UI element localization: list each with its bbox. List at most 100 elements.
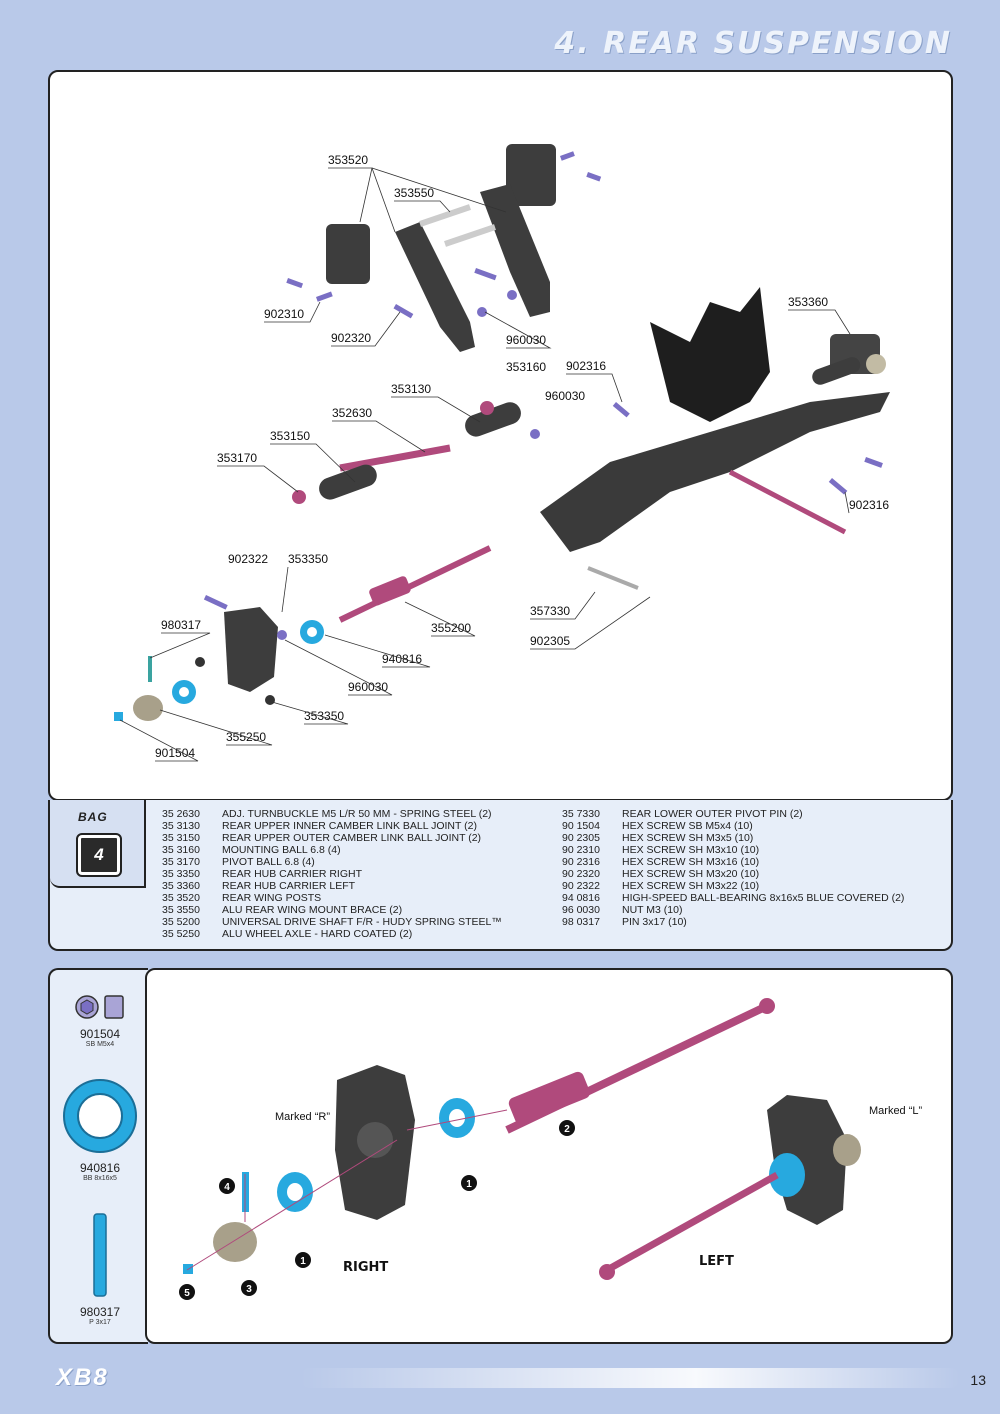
parts-row: 35 3130 REAR UPPER INNER CAMBER LINK BALL… [162,820,502,832]
part-description: HEX SCREW SB M5x4 (10) [622,820,753,832]
part-description: REAR UPPER INNER CAMBER LINK BALL JOINT … [222,820,477,832]
hardware-item-pin: 980317 P 3x17 [50,1210,150,1326]
callout-353350-top: 353350 [288,552,328,566]
part-description: HEX SCREW SH M3x20 (10) [622,868,760,880]
callout-353550: 353550 [394,186,434,200]
hardware-item-bearing: 940816 BB 8x16x5 [50,1076,150,1182]
part-code: 35 3150 [162,832,200,844]
parts-row: 35 2630 ADJ. TURNBUCKLE M5 L/R 50 MM - SP… [162,808,502,820]
part-code: 35 3350 [162,868,200,880]
part-description: ALU REAR WING MOUNT BRACE (2) [222,904,403,916]
part-code: 35 3160 [162,844,200,856]
marked-r-label: Marked “R” [275,1111,330,1123]
part-description: HEX SCREW SH M3x5 (10) [622,832,754,844]
parts-row: 90 2310 HEX SCREW SH M3x10 (10) [562,844,904,856]
part-code: 90 1504 [562,820,600,832]
part-description: REAR LOWER OUTER PIVOT PIN (2) [622,808,803,820]
exploded-diagram-panel: 353520 353550 902310 902320 960030 35336… [48,70,953,801]
hardware-spec: BB 8x16x5 [83,1175,117,1182]
step-2: 2 [564,1124,570,1135]
page-title: 4. REAR SUSPENSION [554,26,952,61]
lower-suspension-arm [540,392,890,552]
pivot-pin [587,566,639,590]
callout-353520: 353520 [328,153,368,167]
wing-mount-brace [419,204,496,247]
left-drive-shaft [605,1171,779,1274]
screws [203,151,883,640]
set-screw-icon [75,995,124,1019]
pivot-ball [292,490,306,504]
step-markers: 1 1 2 3 4 5 [179,1120,575,1300]
part-description: ADJ. TURNBUCKLE M5 L/R 50 MM - SPRING ST… [222,808,492,820]
part-description: UNIVERSAL DRIVE SHAFT F/R - HUDY SPRING … [222,916,502,928]
callout-902310: 902310 [264,307,304,321]
parts-row: 96 0030 NUT M3 (10) [562,904,904,916]
bag-indicator: BAG 4 [50,800,146,888]
part-code: 35 5250 [162,928,200,940]
right-wheel-axle [213,1222,257,1262]
wing-post-left [326,222,475,352]
hardware-spec: SB M5x4 [85,1041,115,1048]
part-description: HIGH-SPEED BALL-BEARING 8x16x5 BLUE COVE… [622,892,905,904]
drive-shaft [338,545,492,623]
step-1-inner: 1 [466,1179,472,1190]
mounting-ball [480,401,494,415]
shock-tower [650,287,770,422]
callout-353360: 353360 [788,295,828,309]
callout-902316-top: 902316 [566,359,606,373]
callout-901504: 901504 [155,746,195,760]
wing-post-right [480,144,556,317]
part-code: 35 5200 [162,916,200,928]
callout-960030-top: 960030 [506,333,546,347]
callout-353350-bottom: 353350 [304,709,344,723]
part-code: 96 0030 [562,904,600,916]
part-description: REAR WING POSTS [222,892,322,904]
parts-row: 35 5200 UNIVERSAL DRIVE SHAFT F/R - HUDY … [162,916,502,928]
bag-label: BAG [78,810,108,824]
parts-row: 35 5250 ALU WHEEL AXLE - HARD COATED (2) [162,928,502,940]
assembly-guide-lines [186,1109,508,1271]
assembly-detail-panel: Marked “R” Marked “L” RIGHT LEFT 1 1 2 3… [145,968,953,1344]
callout-902305: 902305 [530,634,570,648]
step-3: 3 [246,1284,252,1295]
outer-ball-joint [319,464,377,500]
hardware-code: 901504 [79,1027,121,1041]
hardware-reference-strip: 901504 SB M5x4 940816 BB 8x16x5 980317 P… [48,968,148,1344]
part-description: ALU WHEEL AXLE - HARD COATED (2) [222,928,413,940]
hardware-code: 980317 [79,1305,121,1319]
exploded-diagram: 353520 353550 902310 902320 960030 35336… [114,144,890,762]
left-side-label: LEFT [699,1254,734,1269]
part-code: 35 3130 [162,820,200,832]
part-description: HEX SCREW SH M3x10 (10) [622,844,760,856]
callout-353130: 353130 [391,382,431,396]
part-description: NUT M3 (10) [622,904,683,916]
wheel-axle [133,695,163,721]
page-number: 13 [970,1372,986,1388]
callout-980317: 980317 [161,618,201,632]
step-5: 5 [184,1288,190,1299]
bearing-icon [63,1079,137,1153]
callout-353150: 353150 [270,429,310,443]
callout-902316-bottom: 902316 [849,498,889,512]
part-code: 90 2320 [562,868,600,880]
hardware-item-set-screw: 901504 SB M5x4 [50,992,150,1048]
part-code: 90 2310 [562,844,600,856]
callout-352630: 352630 [332,406,372,420]
parts-row: 90 1504 HEX SCREW SB M5x4 (10) [562,820,904,832]
part-code: 35 2630 [162,808,200,820]
part-description: PIN 3x17 (10) [622,916,687,928]
turnbuckle [339,444,451,472]
leader-lines [119,167,851,762]
right-side-label: RIGHT [343,1260,388,1275]
bag-number: 4 [76,833,122,877]
step-1-outer: 1 [300,1256,306,1267]
